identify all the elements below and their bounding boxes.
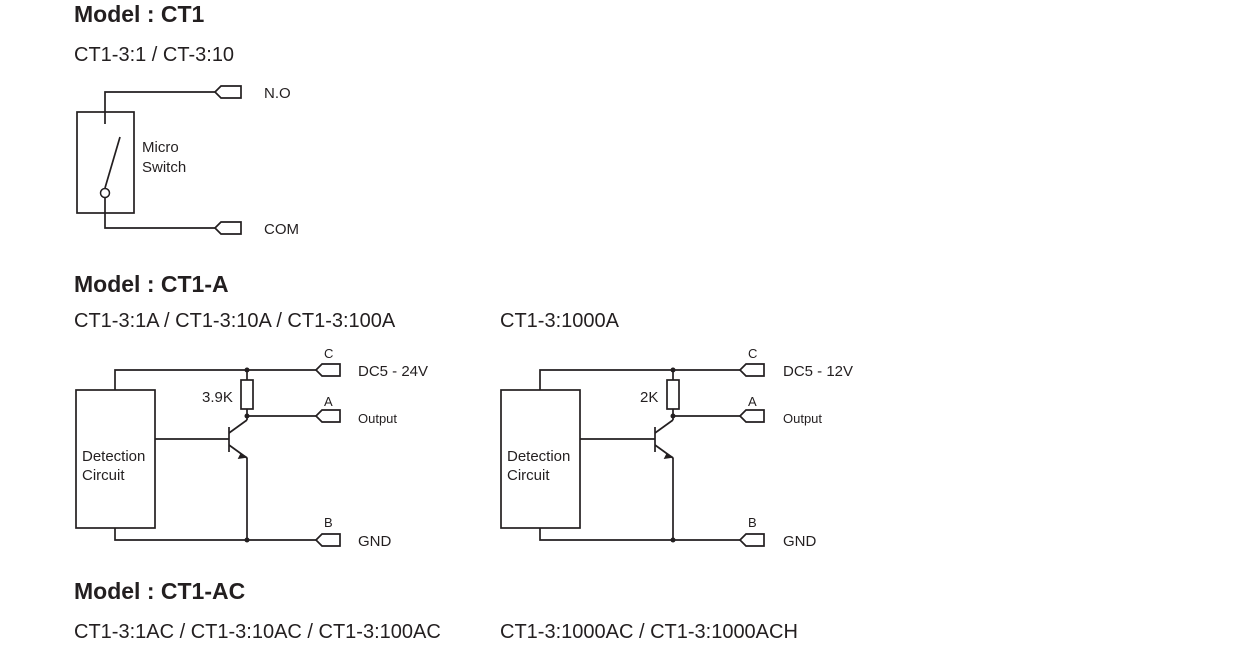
detection-label-2: Circuit (82, 467, 125, 484)
emitter-arrow-icon (237, 452, 249, 459)
ground-junction (670, 537, 676, 543)
terminal-b-icon (314, 533, 341, 547)
detection-label-1: Detection (507, 448, 570, 465)
pin-a-label: A (748, 394, 757, 409)
detection-circuit-block (500, 389, 581, 529)
supply-rail (539, 369, 740, 390)
switch-pivot-icon (99, 187, 111, 199)
heading-ct1a: Model : CT1-A (74, 271, 229, 297)
pin-c-label: C (324, 346, 333, 361)
variants-ct1ac-right: CT1-3:1000AC / CT1-3:1000ACH (500, 621, 798, 643)
variants-ct1: CT1-3:1 / CT-3:10 (74, 44, 235, 66)
heading-ct1ac: Model : CT1-AC (74, 578, 246, 604)
supply-label: DC5 - 24V (358, 363, 428, 380)
transistor-collector (228, 419, 248, 434)
micro-switch-label-2: Switch (142, 159, 186, 176)
variants-ct1a-right: CT1-3:1000A (500, 310, 619, 332)
detection-circuit-block (75, 389, 156, 529)
output-label: Output (358, 411, 397, 426)
resistor-label: 2K (640, 389, 658, 406)
ground-rail (114, 528, 316, 541)
terminal-c-icon (738, 363, 765, 377)
ct1a-right-diagram: Detection Circuit C A B DC5 - 12V Output… (500, 346, 853, 550)
micro-switch-label-1: Micro (142, 139, 179, 156)
label-no: N.O (264, 85, 291, 102)
variants-ct1ac-left: CT1-3:1AC / CT1-3:10AC / CT1-3:100AC (74, 621, 441, 643)
terminal-c-icon (314, 363, 341, 377)
gnd-label: GND (358, 533, 392, 550)
label-com: COM (264, 221, 299, 238)
pin-a-label: A (324, 394, 333, 409)
emitter-arrow-icon (663, 452, 675, 459)
ground-rail (539, 528, 740, 541)
terminal-a-icon (314, 409, 341, 423)
output-label: Output (783, 411, 822, 426)
supply-rail (114, 369, 316, 390)
com-wire (104, 198, 215, 229)
pin-b-label: B (748, 515, 757, 530)
supply-label: DC5 - 12V (783, 363, 853, 380)
resistor-label: 3.9K (202, 389, 233, 406)
resistor-icon (666, 379, 680, 410)
gnd-label: GND (783, 533, 817, 550)
pin-b-label: B (324, 515, 333, 530)
terminal-b-icon (738, 533, 765, 547)
com-terminal-icon (213, 221, 242, 235)
pin-c-label: C (748, 346, 757, 361)
terminal-a-icon (738, 409, 765, 423)
switch-blade-icon (104, 136, 121, 189)
detection-label-1: Detection (82, 448, 145, 465)
ct1-micro-switch-diagram: N.O COM Micro Switch (76, 85, 299, 238)
variants-ct1a-left: CT1-3:1A / CT1-3:10A / CT1-3:100A (74, 310, 396, 332)
no-terminal-icon (213, 85, 242, 99)
no-wire (104, 91, 215, 124)
transistor-collector (654, 419, 674, 434)
heading-ct1: Model : CT1 (74, 1, 205, 27)
ct1a-left-diagram: Detection Circuit C A B DC5 - 24V Output… (75, 346, 428, 550)
ground-junction (244, 537, 250, 543)
resistor-icon (240, 379, 254, 410)
detection-label-2: Circuit (507, 467, 550, 484)
